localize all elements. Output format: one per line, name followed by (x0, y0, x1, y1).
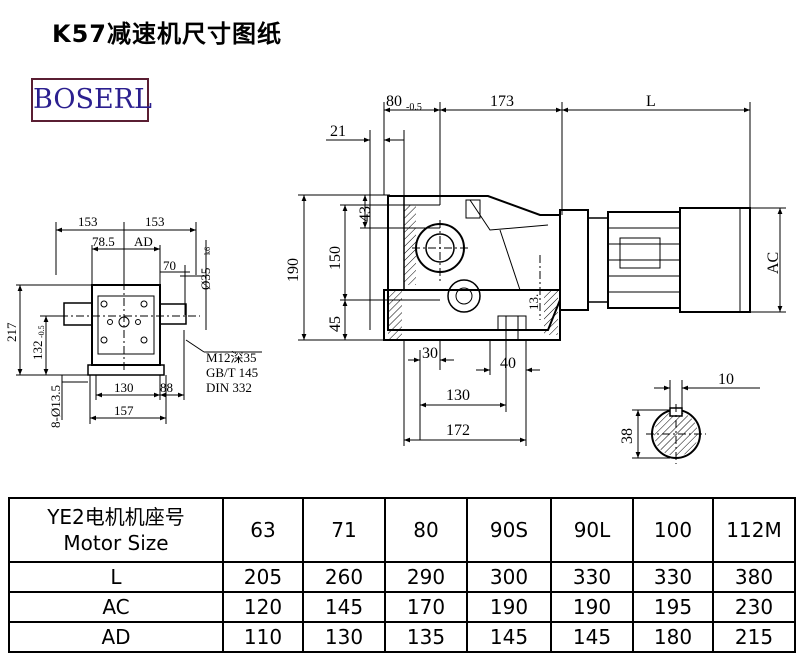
dim-150: 150 (327, 246, 344, 270)
header-cell: 63 (222, 497, 304, 563)
dim-153-right: 153 (145, 214, 165, 229)
dim-217: 217 (4, 322, 19, 342)
header-cell: 71 (302, 497, 386, 563)
dim-13: 13. (526, 294, 541, 310)
table-cell: 195 (632, 591, 714, 623)
table-cell: 170 (384, 591, 468, 623)
table-cell: 290 (384, 561, 468, 593)
table-cell: 205 (222, 561, 304, 593)
dim-80: 80 (386, 93, 402, 110)
table-cell: 380 (712, 561, 796, 593)
front-view (298, 102, 786, 446)
dim-153-left: 153 (78, 214, 98, 229)
dim-40: 40 (500, 355, 516, 372)
table-cell: 330 (550, 561, 634, 593)
table-cell: 145 (550, 621, 634, 653)
dim-key-height: 38 (619, 428, 636, 444)
row-label: L (8, 561, 224, 593)
dim-173: 173 (490, 93, 514, 110)
header-cell: 100 (632, 497, 714, 563)
dim-shaft-tolerance: k6 (203, 247, 212, 255)
table-row: AC 120 145 170 190 190 195 230 (8, 591, 796, 623)
table-cell: 180 (632, 621, 714, 653)
note-standard-gb: GB/T 145 (206, 365, 258, 380)
dim-70: 70 (163, 258, 176, 273)
table-cell: 260 (302, 561, 386, 593)
dim-130-side: 130 (114, 380, 134, 395)
dim-21: 21 (330, 123, 346, 140)
row-label: AC (8, 591, 224, 623)
dim-132: 132 (30, 341, 45, 361)
header-cell: 80 (384, 497, 468, 563)
dim-157: 157 (114, 403, 134, 418)
page-title: K57减速机尺寸图纸 (52, 20, 282, 48)
dim-shaft-diameter: Ø35 (198, 268, 213, 290)
table-cell: 215 (712, 621, 796, 653)
header-cell: 90S (466, 497, 552, 563)
table-cell: 130 (302, 621, 386, 653)
table-cell: 230 (712, 591, 796, 623)
table-cell: 120 (222, 591, 304, 623)
brand-logo-text: BOSERL (33, 84, 152, 115)
dim-mounting-holes: 8-Ø13.5 (48, 385, 63, 428)
table-cell: 300 (466, 561, 552, 593)
dim-ad: AD (134, 234, 153, 249)
table-header-label: YE2电机机座号 Motor Size (8, 497, 224, 563)
dim-88: 88 (160, 380, 173, 395)
shaft-key-section (632, 380, 760, 464)
table-cell: 145 (466, 621, 552, 653)
header-cell: 90L (550, 497, 634, 563)
header-chinese: YE2电机机座号 (47, 505, 185, 529)
dim-172: 172 (446, 422, 470, 439)
dim-80-tolerance: -0.5 (406, 102, 422, 113)
dim-ac: AC (765, 252, 782, 274)
side-view-labels: 153 153 78.5 AD 70 Ø35 k6 217 132 -0.5 8… (4, 214, 258, 428)
header-cell: 112M (712, 497, 796, 563)
table-cell: 145 (302, 591, 386, 623)
front-view-labels: 80 -0.5 173 L 21 43 190 150 45 AC 13. 30… (285, 93, 782, 439)
dim-45: 45 (327, 316, 344, 332)
table-row: AD 110 130 135 145 145 180 215 (8, 621, 796, 653)
table-cell: 330 (632, 561, 714, 593)
note-thread: M12深35 (206, 350, 257, 365)
header-english: Motor Size (63, 531, 169, 555)
note-standard-din: DIN 332 (206, 380, 252, 395)
table-cell: 190 (550, 591, 634, 623)
table-row: L 205 260 290 300 330 330 380 (8, 561, 796, 593)
technical-drawing: 153 153 78.5 AD 70 Ø35 k6 217 132 -0.5 8… (4, 93, 786, 464)
dim-190: 190 (285, 258, 302, 282)
dim-78-5: 78.5 (92, 234, 115, 249)
dim-130-front: 130 (446, 387, 470, 404)
table-cell: 135 (384, 621, 468, 653)
table-cell: 110 (222, 621, 304, 653)
shaft-key-labels: 10 38 (619, 371, 734, 444)
brand-logo: BOSERL (31, 78, 152, 122)
table-header-row: YE2电机机座号 Motor Size 63 71 80 90S 90L 100… (8, 497, 796, 563)
dim-30: 30 (422, 345, 438, 362)
dim-key-width: 10 (718, 371, 734, 388)
dim-132-tolerance: -0.5 (37, 325, 46, 338)
dim-l: L (646, 93, 656, 110)
dim-43: 43 (357, 206, 374, 222)
side-view (16, 222, 262, 424)
row-label: AD (8, 621, 224, 653)
motor-size-table: YE2电机机座号 Motor Size 63 71 80 90S 90L 100… (8, 497, 796, 653)
table-cell: 190 (466, 591, 552, 623)
